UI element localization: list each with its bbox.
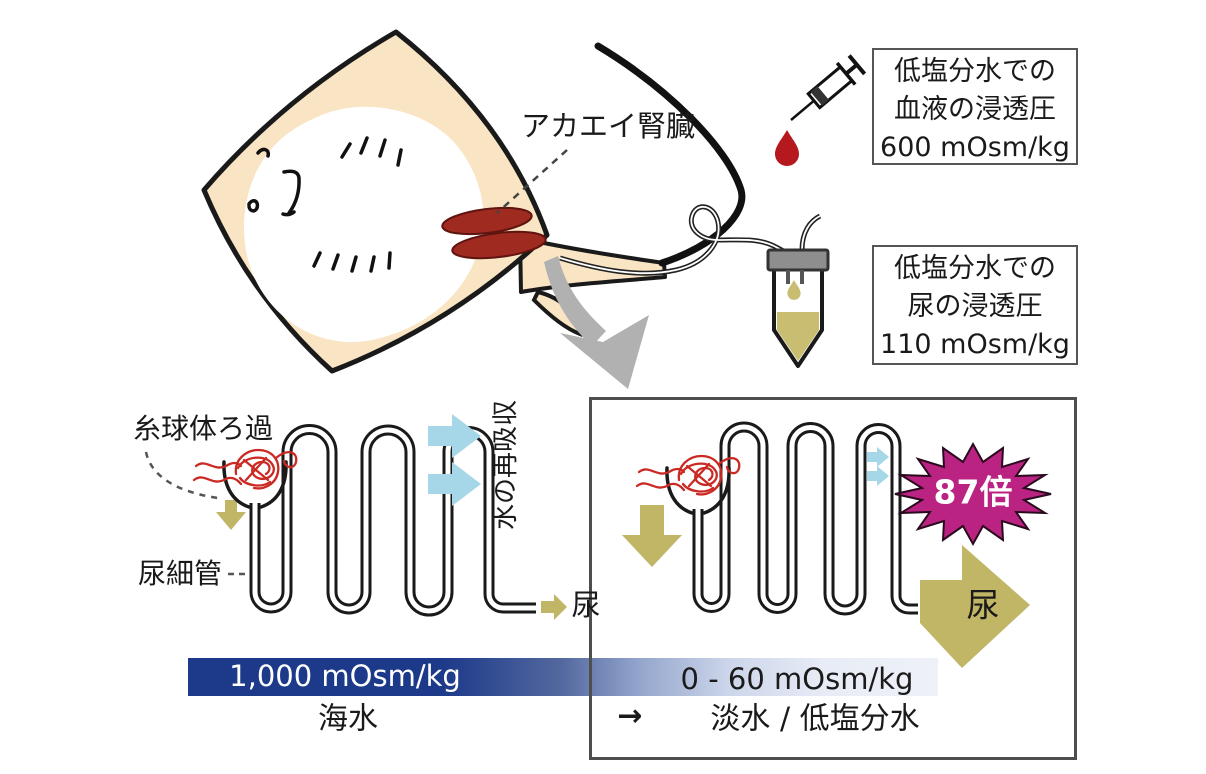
urine-box-line1: 低塩分水での (894, 253, 1056, 284)
seawater-osmolality-value: 1,000 mOsm/kg (229, 659, 461, 694)
kidneys (441, 206, 547, 260)
blood-box-value: 600 mOsm/kg (880, 132, 1070, 163)
left-nephron (144, 414, 567, 620)
urine-mini-arrow (541, 594, 567, 620)
glomerulus (192, 448, 298, 490)
freshwater-osmolality-value: 0 - 60 mOsm/kg (680, 662, 914, 697)
mini-reabsorption-arrows (867, 447, 889, 486)
filtration-label: 糸球体ろ過 (132, 411, 274, 445)
bowman-capsule (665, 466, 731, 515)
blood-box-line2: 血液の浸透圧 (894, 94, 1056, 125)
filtration-pointer-line (144, 451, 219, 500)
pelvic-fin (531, 289, 583, 338)
blood-osmolality-box: 低塩分水での 血液の浸透圧 600 mOsm/kg (872, 48, 1078, 165)
glomerulus (635, 454, 741, 496)
osmolality-gradient-bar (188, 658, 938, 696)
sample-tube-icon (766, 248, 830, 368)
stingray-face (247, 147, 301, 217)
water-reabsorption-label: 水の再吸収 (491, 399, 522, 531)
freshwater-panel (589, 397, 1077, 760)
zoom-arrow-icon (544, 256, 649, 389)
transition-arrow: → (617, 698, 643, 734)
bowman-capsule (222, 460, 288, 509)
multiplier-starburst (894, 441, 1052, 547)
blood-box-line1: 低塩分水での (894, 56, 1056, 87)
freshwater-label: 淡水 / 低塩分水 (710, 701, 920, 737)
stingray-belly (243, 106, 484, 343)
syringe-icon (790, 54, 867, 121)
urine-label-left: 尿 (571, 588, 601, 623)
urine-box-value: 110 mOsm/kg (880, 329, 1070, 360)
urine-label-right: 尿 (966, 585, 1000, 625)
water-reabsorption-arrows (428, 414, 481, 506)
kidney-label: アカエイ腎臓 (520, 109, 696, 144)
filtration-big-down-arrow (622, 505, 682, 567)
blood-drop-icon (775, 130, 799, 166)
seawater-label: 海水 (318, 701, 378, 737)
urine-osmolality-box: 低塩分水での 尿の浸透圧 110 mOsm/kg (872, 245, 1078, 365)
right-nephron (622, 421, 1052, 668)
renal-tubule (692, 421, 918, 616)
urine-box-line2: 尿の浸透圧 (907, 291, 1043, 322)
filtration-down-arrow (216, 500, 246, 530)
urine-big-arrow (920, 545, 1030, 668)
kidney-pointer-line (496, 149, 568, 214)
gill-slits (312, 136, 403, 273)
multiplier-label: 87倍 (933, 472, 1013, 512)
stingray-illustration (201, 29, 746, 374)
tubule-label: 尿細管 (137, 556, 223, 590)
